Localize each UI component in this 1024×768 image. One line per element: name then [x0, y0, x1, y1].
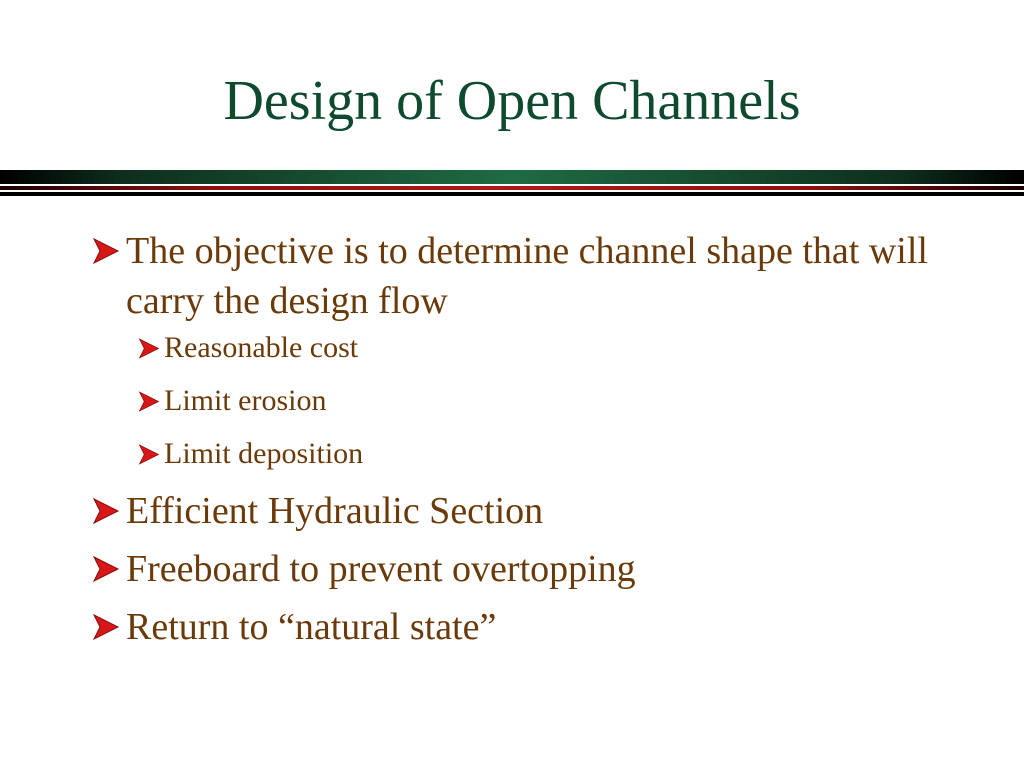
arrow-bullet-icon	[138, 434, 164, 474]
bullet-text: Freeboard to prevent overtopping	[126, 548, 636, 590]
bullet-text: Efficient Hydraulic Section	[126, 490, 544, 532]
sub-bullet-item: Limit deposition	[138, 434, 992, 474]
bullet-text: Reasonable cost	[164, 331, 359, 364]
bullet-item: Efficient Hydraulic Section	[92, 486, 992, 536]
bullet-text: Limit deposition	[164, 437, 364, 470]
bullet-item: The objective is to determine channel sh…	[92, 226, 992, 326]
arrow-bullet-icon	[138, 328, 164, 368]
bullet-list: The objective is to determine channel sh…	[92, 226, 992, 660]
arrow-bullet-icon	[92, 602, 126, 652]
title-divider-band	[0, 170, 1024, 184]
bullet-item: Return to “natural state”	[92, 602, 992, 652]
bullet-text: The objective is to determine channel sh…	[126, 230, 928, 322]
arrow-bullet-icon	[92, 486, 126, 536]
title-divider-black-line	[0, 192, 1024, 196]
bullet-text: Return to “natural state”	[126, 606, 497, 648]
arrow-bullet-icon	[92, 226, 126, 276]
arrow-bullet-icon	[138, 381, 164, 421]
sub-bullet-item: Limit erosion	[138, 381, 992, 421]
title-divider-red-line	[0, 186, 1024, 190]
slide-title: Design of Open Channels	[223, 70, 801, 132]
sub-bullet-item: Reasonable cost	[138, 328, 992, 368]
bullet-text: Limit erosion	[164, 384, 327, 417]
bullet-item: Freeboard to prevent overtopping	[92, 544, 992, 594]
arrow-bullet-icon	[92, 544, 126, 594]
